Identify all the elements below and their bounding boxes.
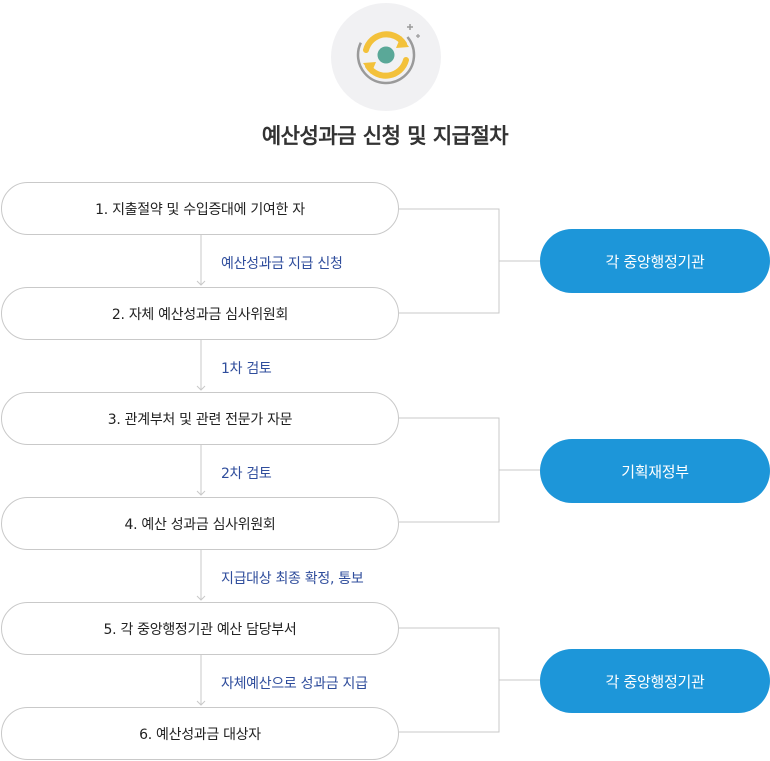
- org-badge-ministries-2: 각 중앙행정기관: [540, 649, 770, 713]
- step-6: 6. 예산성과금 대상자: [1, 707, 399, 760]
- step-1: 1. 지출절약 및 수입증대에 기여한 자: [1, 182, 399, 235]
- org-badge-ministries-1: 각 중앙행정기관: [540, 229, 770, 293]
- refresh-cycle-icon: [356, 24, 420, 85]
- transition-label-3: 2차 검토: [221, 466, 272, 482]
- transition-label-5: 자체예산으로 성과금 지급: [221, 676, 368, 692]
- org-badge-finance-ministry: 기획재정부: [540, 439, 770, 503]
- transition-label-4: 지급대상 최종 확정, 통보: [221, 571, 364, 587]
- transition-label-1: 예산성과금 지급 신청: [221, 256, 343, 272]
- step-2: 2. 자체 예산성과금 심사위원회: [1, 287, 399, 340]
- step-3: 3. 관계부처 및 관련 전문가 자문: [1, 392, 399, 445]
- transition-label-2: 1차 검토: [221, 361, 272, 377]
- page-title: 예산성과금 신청 및 지급절차: [261, 124, 509, 148]
- step-5: 5. 각 중앙행정기관 예산 담당부서: [1, 602, 399, 655]
- step-4: 4. 예산 성과금 심사위원회: [1, 497, 399, 550]
- icon-badge: [331, 3, 441, 111]
